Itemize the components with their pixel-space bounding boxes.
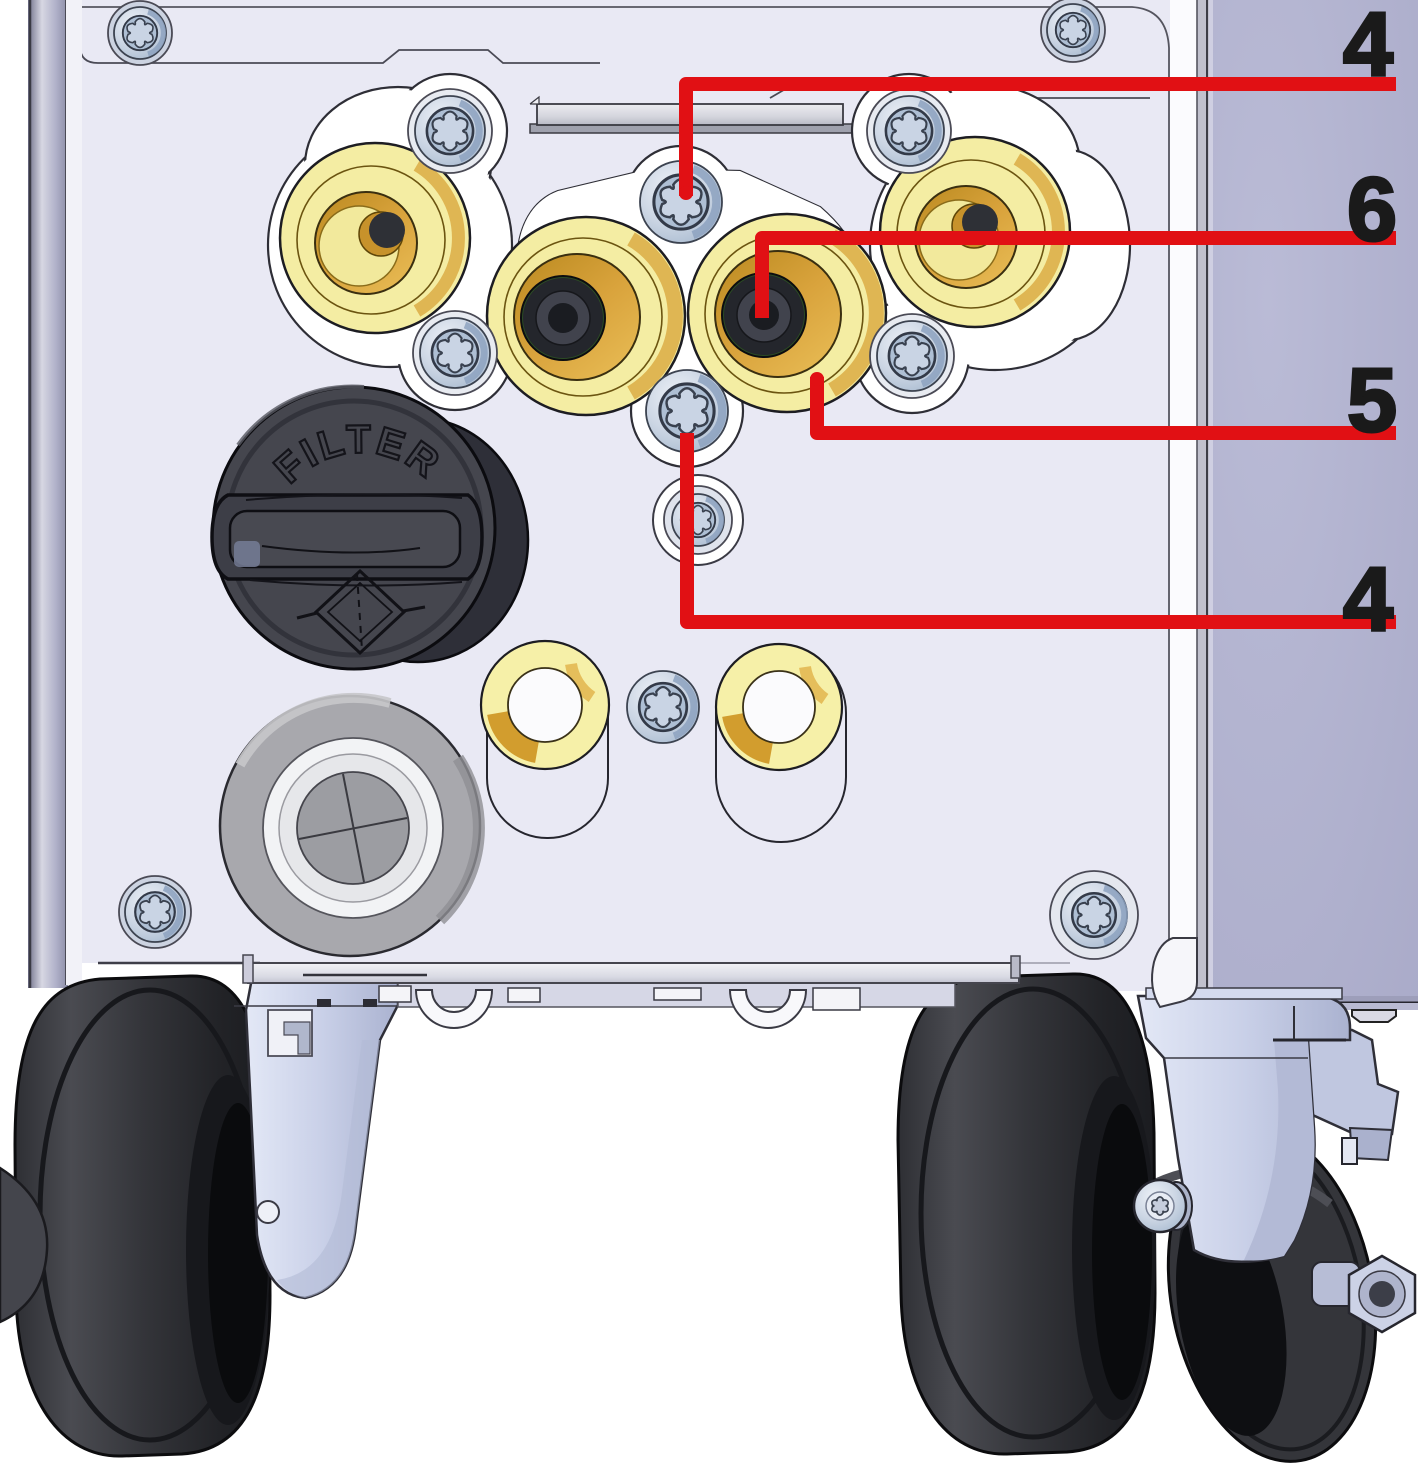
svg-text:4: 4 bbox=[1343, 550, 1393, 650]
svg-text:6: 6 bbox=[1347, 160, 1397, 260]
svg-text:4: 4 bbox=[1343, 0, 1393, 95]
svg-text:5: 5 bbox=[1347, 351, 1397, 451]
